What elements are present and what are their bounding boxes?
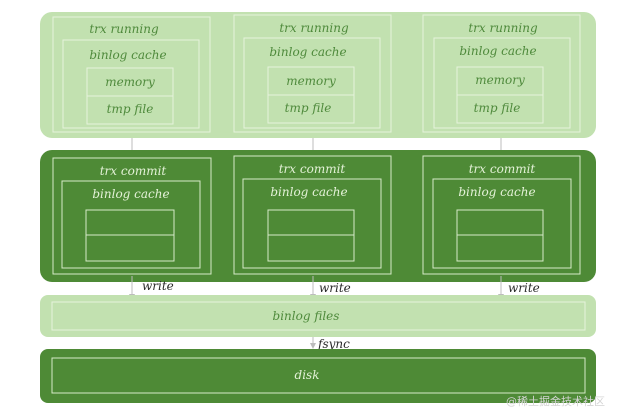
trx-running-box	[233, 14, 392, 133]
fsync-label: fsync	[317, 337, 350, 351]
binlog-files-band	[40, 295, 596, 337]
trx-commit-title: trx commit	[469, 162, 536, 176]
tmp-file-label: tmp file	[285, 101, 332, 115]
trx-running-box	[52, 16, 211, 133]
write-label: write	[508, 281, 540, 295]
trx-running-2: trx running binlog cache memory tmp file	[233, 14, 392, 133]
watermark-text: @稀土掘金技术社区	[506, 394, 605, 408]
binlog-cache-label: binlog cache	[89, 48, 166, 62]
trx-running-3: trx running binlog cache memory tmp file	[422, 14, 581, 133]
trx-running-title: trx running	[468, 21, 538, 35]
trx-commit-2: trx commit binlog cache	[233, 155, 392, 275]
trx-running-1: trx running binlog cache memory tmp file	[52, 16, 211, 133]
binlog-files-box	[51, 301, 586, 331]
trx-running-title: trx running	[279, 21, 349, 35]
binlog-files-label: binlog files	[273, 309, 340, 323]
trx-commit-title: trx commit	[100, 164, 167, 178]
binlog-cache-box	[243, 37, 381, 129]
disk-band	[40, 349, 596, 403]
binlog-cache-label: binlog cache	[459, 44, 536, 58]
tmp-file-label: tmp file	[474, 101, 521, 115]
fsync-arrow	[310, 337, 316, 349]
binlog-cache-label: binlog cache	[269, 45, 346, 59]
write-label: write	[142, 279, 174, 293]
trx-running-title: trx running	[89, 22, 159, 36]
binlog-cache-box	[433, 37, 571, 129]
memory-label: memory	[286, 74, 336, 88]
trx-commit-box	[233, 155, 392, 275]
binlog-cache-box	[62, 39, 200, 129]
disk-box	[51, 357, 586, 394]
binlog-cache-label: binlog cache	[92, 187, 169, 201]
binlog-cache-box	[242, 178, 382, 269]
binlog-cache-label: binlog cache	[458, 185, 535, 199]
memory-label: memory	[475, 73, 525, 87]
trx-commit-3: trx commit binlog cache	[422, 155, 581, 275]
disk-label: disk	[295, 368, 320, 382]
trx-commit-title: trx commit	[279, 162, 346, 176]
tmp-file-label: tmp file	[107, 102, 154, 116]
binlog-cache-box	[61, 180, 201, 269]
trx-commit-box	[52, 157, 212, 275]
memory-label: memory	[105, 75, 155, 89]
write-label: write	[319, 281, 351, 295]
trx-commit-box	[422, 155, 581, 275]
binlog-cache-box	[432, 178, 572, 269]
trx-commit-1: trx commit binlog cache	[52, 157, 212, 275]
trx-running-box	[422, 14, 581, 133]
binlog-cache-label: binlog cache	[270, 185, 347, 199]
